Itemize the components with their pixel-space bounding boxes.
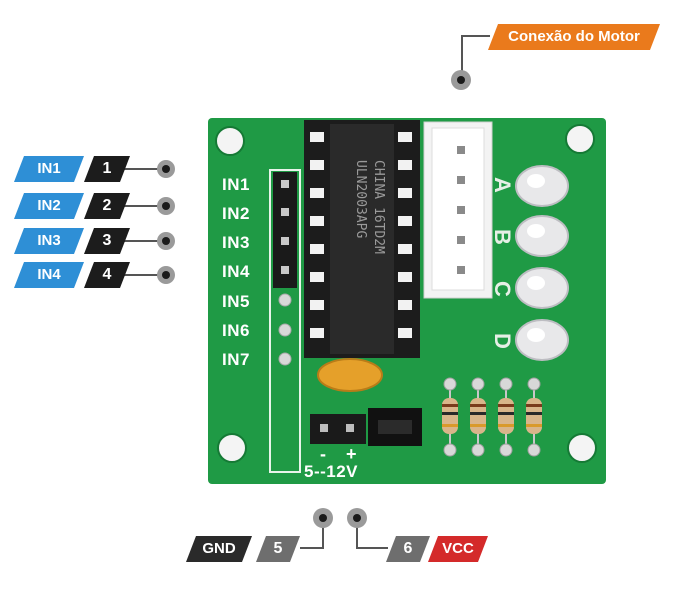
led-letter-a: A (489, 177, 515, 193)
silk-minus: - (320, 444, 327, 464)
chip-marking-line2: ULN2003APG (353, 160, 368, 239)
ic-chip (304, 120, 420, 358)
silk-in7: IN7 (222, 350, 250, 369)
led-c (515, 267, 569, 309)
input-tag-in4: IN4 (14, 262, 84, 288)
input-tag-in2: IN2 (14, 193, 84, 219)
mount-hole (567, 433, 597, 463)
led-b (515, 215, 569, 257)
mount-hole (215, 126, 245, 156)
silk-in2: IN2 (222, 204, 250, 223)
capacitor (317, 358, 383, 392)
silk-plus: + (346, 444, 358, 464)
jumper (368, 408, 422, 446)
silk-in6: IN6 (222, 321, 250, 340)
silk-voltage-range: 5--12V (304, 462, 359, 481)
silk-in3: IN3 (222, 233, 250, 252)
silk-in5: IN5 (222, 292, 250, 311)
mount-hole (565, 124, 595, 154)
motor-connection-tag: Conexão do Motor (488, 24, 660, 50)
input-leaders (124, 168, 158, 276)
input-tag-in1: IN1 (14, 156, 84, 182)
input-header (273, 172, 297, 288)
motor-connector (423, 121, 493, 299)
vcc-tag: VCC (428, 536, 488, 562)
led-letter-d: D (489, 333, 515, 349)
input-dots (157, 160, 175, 284)
power-header (310, 414, 366, 444)
silk-in1: IN1 (222, 175, 250, 194)
mount-hole (217, 433, 247, 463)
input-tag-in3: IN3 (14, 228, 84, 254)
gnd-tag: GND (186, 536, 252, 562)
gnd-leader (300, 520, 324, 549)
motor-leader (461, 35, 490, 78)
led-a (515, 165, 569, 207)
silk-in4: IN4 (222, 262, 250, 281)
resistor-bodies (442, 398, 542, 434)
vcc-leader (356, 520, 388, 549)
led-d (515, 319, 569, 361)
chip-marking-line1: CHINA 16TD2M (371, 160, 386, 254)
led-letter-c: C (489, 281, 515, 297)
led-letter-b: B (489, 229, 515, 245)
